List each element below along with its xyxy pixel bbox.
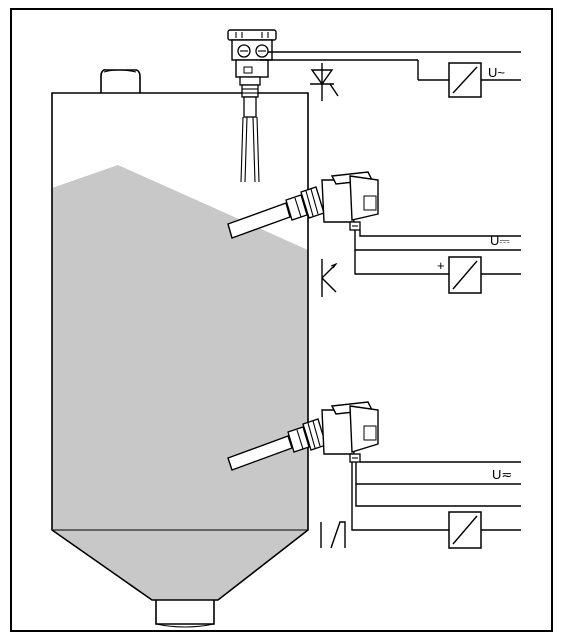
vibrating-rod-bottom [227, 401, 379, 471]
transistor-symbol-icon [321, 259, 338, 297]
top-wiring [260, 51, 521, 81]
plus-label: + [437, 258, 445, 273]
relay-coil-top [448, 62, 482, 98]
figure-frame [10, 8, 553, 632]
relay-coil-middle [448, 256, 482, 294]
thyristor-symbol-icon [310, 63, 339, 101]
bottom-outlet [155, 600, 215, 628]
vibrating-rod-middle [227, 171, 379, 239]
supply-label-dc: U⎓ [490, 233, 510, 248]
middle-wiring [354, 230, 521, 275]
roof-pipe [100, 69, 141, 93]
supply-label-ac: U~ [488, 65, 505, 80]
bottom-wiring [351, 461, 521, 531]
supply-label-acdc: U≂ [492, 467, 512, 482]
relay-coil-bottom [448, 511, 482, 549]
bulk-material [52, 165, 308, 600]
vibrating-fork-top [227, 29, 277, 183]
relay-contact-symbol-icon [320, 521, 346, 549]
